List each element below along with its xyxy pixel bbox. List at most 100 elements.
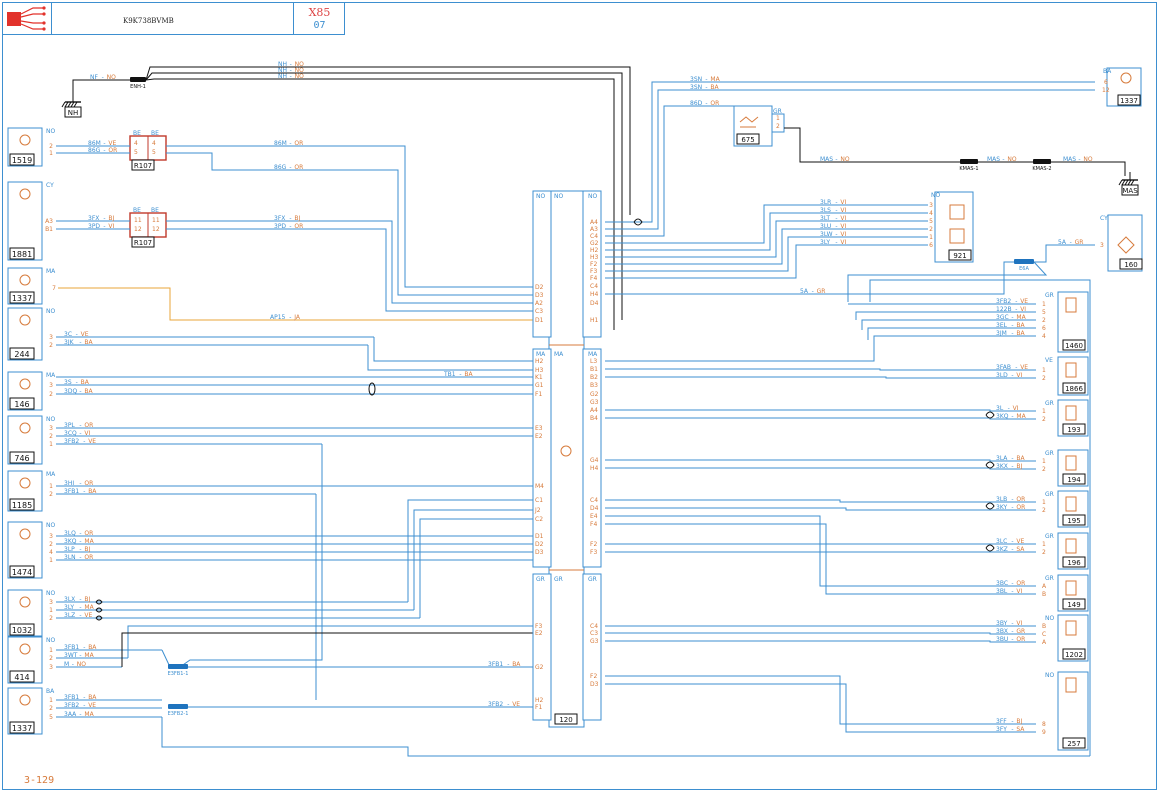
pin-number: A3	[45, 218, 53, 225]
pin-number: 1	[929, 234, 933, 241]
ecu-pin-label: F3	[590, 268, 597, 275]
pin-number: 9	[1042, 729, 1046, 736]
component-257	[1057, 671, 1089, 751]
splice-name: ENH-1	[130, 84, 146, 90]
wire-3gc	[861, 319, 1036, 330]
wire-color-code: GR	[1016, 628, 1025, 635]
wire-label: 3FB2	[488, 701, 503, 708]
label-dash: -	[835, 156, 837, 163]
wire-label: 3PD	[274, 223, 286, 230]
ecu-pin-label: D3	[535, 549, 544, 556]
wire-label: 3JK	[64, 339, 75, 346]
label-dash: -	[1011, 620, 1013, 627]
wire-3fb2-1460	[869, 279, 1091, 756]
wire-label: 5A	[1058, 239, 1067, 246]
wire-label: 86G	[88, 147, 101, 154]
ecu-pin-label: G1	[535, 382, 544, 389]
wire-3ly-ecu	[413, 509, 535, 610]
component-symbol-icon	[1065, 580, 1077, 596]
wire-color-code: BJ	[84, 546, 90, 553]
wire-label: AP15	[270, 314, 286, 321]
ground-hatch	[1124, 179, 1129, 186]
pin-number: B1	[45, 226, 53, 233]
ecu-pin-label: F3	[535, 623, 542, 630]
pin-number: 2	[49, 705, 53, 712]
wire-color-code: BJ	[1016, 463, 1022, 470]
crossover-icon	[633, 218, 643, 226]
wire-3kq	[605, 417, 1036, 420]
wire-label: 3FAB	[996, 364, 1011, 371]
wire-3pd-ecu	[166, 228, 535, 312]
wire-3lu	[605, 228, 928, 265]
ecu-pin-label: H4	[590, 465, 599, 472]
wire-label: NH	[278, 67, 287, 74]
component-id: R107	[134, 162, 152, 170]
pin-number: 5	[134, 149, 138, 156]
component-675-connector	[771, 113, 785, 133]
component-symbol-icon	[19, 694, 31, 706]
wire-3bu	[605, 640, 1036, 643]
label-dash: -	[79, 652, 81, 659]
component-id: 1202	[1065, 651, 1083, 659]
label-dash: -	[79, 554, 81, 561]
component-id: 1474	[12, 568, 32, 577]
pin-number: 12	[1102, 87, 1110, 94]
wire-color-code: BA	[81, 379, 90, 386]
label-dash: -	[1011, 538, 1013, 545]
ecu-pin-label: D1	[535, 317, 544, 324]
ecu-pin-label: F1	[535, 391, 542, 398]
wire-color-code: VI	[1013, 405, 1019, 412]
component-id: 257	[1067, 740, 1080, 748]
component-id-box	[1062, 648, 1086, 660]
connector-code: MA	[554, 351, 564, 358]
wire-label: 3LU	[820, 223, 831, 230]
wire-label: 3FB1	[64, 644, 79, 651]
connector-code: NO	[588, 193, 597, 200]
pin-number: 2	[1042, 549, 1046, 556]
wire-color-code: VI	[840, 199, 846, 206]
wire-color-code: OR	[1016, 636, 1025, 643]
ecu-pin-label: C4	[590, 283, 598, 290]
component-id-box	[131, 236, 155, 248]
ecu-pin-label: E3	[535, 425, 543, 432]
component-id-box	[1062, 382, 1086, 394]
ecu-pin-label: F2	[590, 673, 597, 680]
splice-block	[130, 77, 146, 82]
wire-3fab	[605, 368, 1036, 371]
wire-3lz-ecu	[419, 518, 535, 618]
ecu-symbol-icon	[560, 445, 572, 457]
label-dash: -	[1015, 298, 1017, 305]
wire-label: 3LS	[820, 207, 831, 214]
wire-5a-160	[1034, 244, 1095, 263]
wire-122b	[855, 311, 1036, 320]
component-id: 244	[14, 350, 29, 359]
wire-3la	[605, 459, 1036, 462]
wire-3bl	[605, 523, 1036, 595]
label-dash: -	[1011, 322, 1013, 329]
wire-color-code: MA	[1016, 413, 1026, 420]
label-dash: -	[83, 702, 85, 709]
wire-3aa	[161, 717, 1090, 757]
relay-icon	[949, 228, 965, 244]
wire-label: MAS	[1063, 156, 1076, 163]
wire-label: 3LA	[996, 455, 1008, 462]
label-dash: -	[705, 100, 707, 107]
label-dash: -	[289, 314, 291, 321]
wire-label: 86M	[274, 140, 287, 147]
label-dash: -	[1011, 330, 1013, 337]
wire-label: M	[64, 661, 69, 668]
pin-number: 3	[49, 664, 53, 671]
wire-color-code: VI	[840, 231, 846, 238]
label-dash: -	[290, 73, 292, 80]
ecu-pin-label: F3	[590, 549, 597, 556]
component-symbol-icon	[1065, 455, 1077, 471]
wire-label: 86G	[274, 164, 287, 171]
wire-label: 3CQ	[64, 430, 77, 437]
pin-number: 1	[1042, 458, 1046, 465]
connector-code: MA	[588, 351, 598, 358]
pin-number: A	[1042, 639, 1047, 646]
component-id: 675	[741, 136, 754, 144]
ground-hatch	[1130, 179, 1135, 186]
